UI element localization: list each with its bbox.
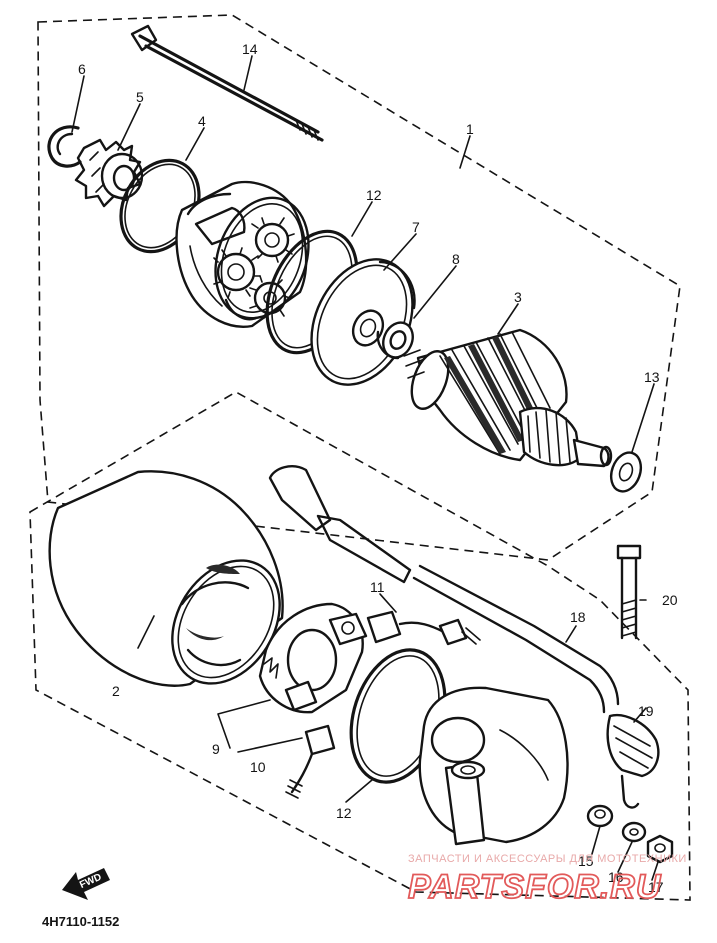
callout-12-lower: 12 (336, 805, 352, 821)
callout-16: 16 (608, 869, 624, 885)
callout-17: 17 (648, 879, 664, 895)
callout-6: 6 (78, 61, 86, 77)
callout-11: 11 (370, 579, 385, 595)
through-bolt (130, 24, 324, 142)
callout-14: 14 (242, 41, 258, 57)
assembly-outline-upper (37, 14, 681, 561)
callout-12-upper: 12 (366, 187, 382, 203)
callout-1: 1 (466, 121, 474, 137)
washer-16 (621, 821, 647, 843)
assembly-outline-lower (29, 391, 691, 901)
pinion-gear (74, 138, 144, 208)
brush-10 (285, 724, 336, 799)
callout-13: 13 (644, 369, 660, 385)
callout-2: 2 (112, 683, 120, 699)
callout-7: 7 (412, 219, 420, 235)
bolt-20 (616, 544, 642, 640)
collar-15 (586, 804, 614, 828)
bushing (376, 321, 414, 360)
circlip (47, 125, 82, 168)
callout-18: 18 (570, 609, 586, 625)
watermark-tagline: ЗАПЧАСТИ И АКСЕССУАРЫ ДЛЯ МОТОТЕХНИКИ (408, 853, 687, 865)
callout-10: 10 (250, 759, 266, 775)
yoke-housing (48, 470, 284, 687)
callout-9: 9 (212, 741, 220, 757)
callout-19: 19 (638, 703, 654, 719)
callout-20: 20 (662, 592, 678, 608)
callout-labels: 6 5 4 14 1 12 7 8 3 13 20 18 11 2 9 10 1… (78, 41, 678, 895)
callout-3: 3 (514, 289, 522, 305)
lead-wire (268, 465, 620, 714)
watermark-brand: PARTSFOR.RU (408, 868, 662, 906)
leader-lines (71, 55, 659, 881)
callout-5: 5 (136, 89, 144, 105)
fwd-arrow-icon: FWD (62, 868, 110, 900)
rear-end-cover (418, 686, 569, 846)
watermark: ЗАПЧАСТИ И АКСЕССУАРЫ ДЛЯ МОТОТЕХНИКИ PA… (407, 853, 687, 907)
diagram-code: 4H7110-1152 (42, 914, 119, 929)
washer-13 (609, 451, 643, 493)
front-cover-gear-housing (175, 180, 310, 328)
armature (403, 328, 613, 468)
brush-holder-plate (258, 602, 368, 714)
brush-lead-11 (366, 610, 481, 646)
nut-17 (646, 834, 674, 864)
callout-8: 8 (452, 251, 460, 267)
terminal-boot-19 (606, 713, 660, 809)
callout-15: 15 (578, 853, 594, 869)
callout-4: 4 (198, 113, 206, 129)
